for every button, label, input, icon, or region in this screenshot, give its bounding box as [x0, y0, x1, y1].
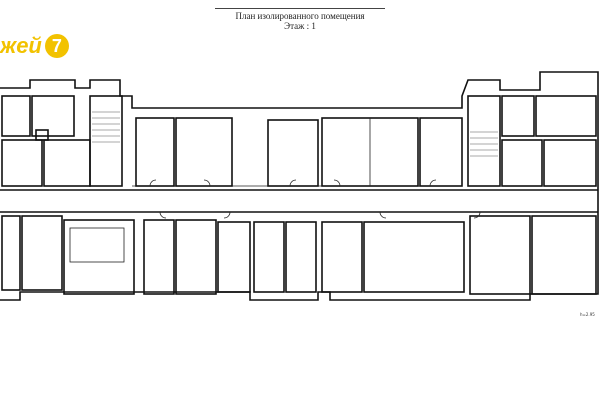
floor-label: Этаж : 1 — [284, 21, 316, 31]
stair-left — [92, 111, 120, 143]
height-note: h=2.95 — [580, 312, 595, 317]
logo-badge: 7 — [44, 34, 69, 58]
corridor-walls — [0, 185, 598, 213]
title-rule — [215, 8, 385, 9]
logo-text: жей — [0, 33, 42, 58]
title-block: План изолированного помещения Этаж : 1 — [210, 8, 390, 32]
north-rooms — [135, 117, 463, 187]
agency-logo: жей 7 — [0, 28, 69, 64]
left-wing-rooms — [1, 95, 123, 187]
outer-walls — [0, 71, 599, 301]
stair-right — [470, 131, 498, 157]
plan-title: План изолированного помещения — [235, 11, 365, 21]
south-rooms — [1, 215, 597, 295]
right-wing-rooms — [467, 95, 597, 187]
door-swings — [149, 179, 481, 219]
